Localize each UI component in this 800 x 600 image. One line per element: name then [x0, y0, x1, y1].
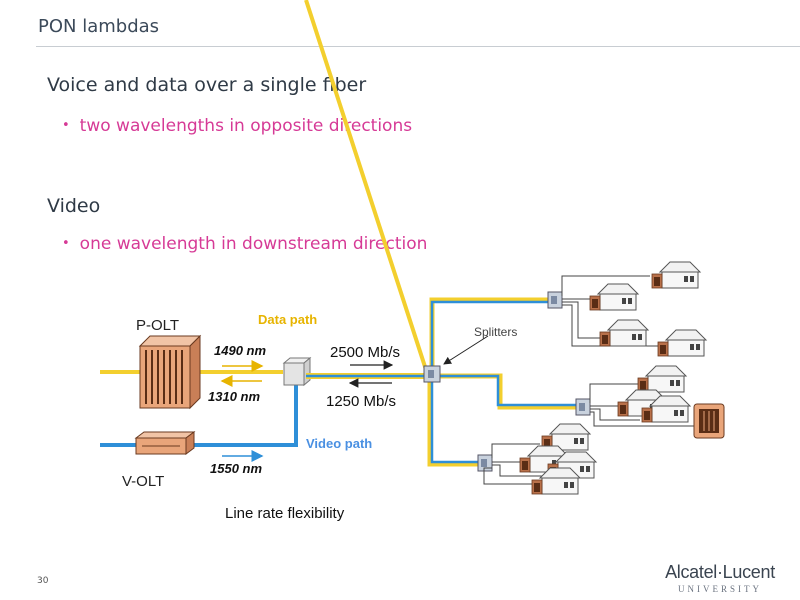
drops-bottom — [483, 443, 560, 485]
business-building-icon — [693, 403, 725, 439]
branch-bottom — [427, 380, 478, 467]
house-icon — [651, 261, 701, 289]
branch-middle — [434, 373, 576, 410]
bullet-text: one wavelength in downstream direction — [79, 234, 428, 254]
rate-upstream-label: 1250 Mb/s — [326, 393, 396, 410]
splitter-main — [423, 365, 441, 383]
section-heading-voice-data: Voice and data over a single fiber — [47, 74, 367, 96]
diagram-caption: Line rate flexibility — [225, 505, 345, 522]
branch-top — [429, 297, 548, 374]
bullet-two-wavelengths: • two wavelengths in opposite directions — [62, 116, 412, 136]
bullet-dot-icon: • — [62, 236, 70, 251]
logo-sub: UNIVERSITY — [678, 584, 762, 594]
logo-brand: Alcatel·Lucent — [665, 562, 775, 582]
p-olt-label: P-OLT — [136, 317, 179, 334]
title-divider — [36, 46, 800, 47]
v-olt-label: V-OLT — [122, 473, 164, 490]
slide-title: PON lambdas — [38, 16, 160, 37]
house-icon — [637, 365, 687, 393]
bullet-dot-icon: • — [62, 118, 70, 133]
splitter-middle — [575, 398, 591, 416]
house-icon — [599, 319, 649, 347]
house-icon — [589, 283, 639, 311]
splitter-bottom — [477, 454, 493, 472]
house-icon — [657, 329, 707, 357]
bullet-text: two wavelengths in opposite directions — [79, 116, 413, 136]
arrow-splitters — [443, 335, 489, 365]
page-number: 30 — [37, 576, 49, 586]
alcatel-lucent-logo: Alcatel·Lucent UNIVERSITY — [665, 562, 775, 594]
splitter-top — [547, 291, 563, 309]
data-path-label: Data path — [258, 312, 317, 327]
wavelength-1550-label: 1550 nm — [210, 461, 262, 476]
wavelength-1310-label: 1310 nm — [208, 389, 260, 404]
section-heading-video: Video — [47, 195, 101, 217]
p-olt-rack-icon — [138, 334, 202, 410]
wavelength-1490-label: 1490 nm — [214, 343, 266, 358]
splitters-label: Splitters — [474, 325, 517, 339]
wdm-coupler — [283, 362, 305, 386]
rate-downstream-label: 2500 Mb/s — [330, 344, 400, 361]
drops-middle — [589, 383, 694, 427]
v-olt-unit-icon — [134, 431, 196, 455]
video-path-label: Video path — [306, 436, 372, 451]
bullet-one-wavelength: • one wavelength in downstream direction — [62, 234, 427, 254]
